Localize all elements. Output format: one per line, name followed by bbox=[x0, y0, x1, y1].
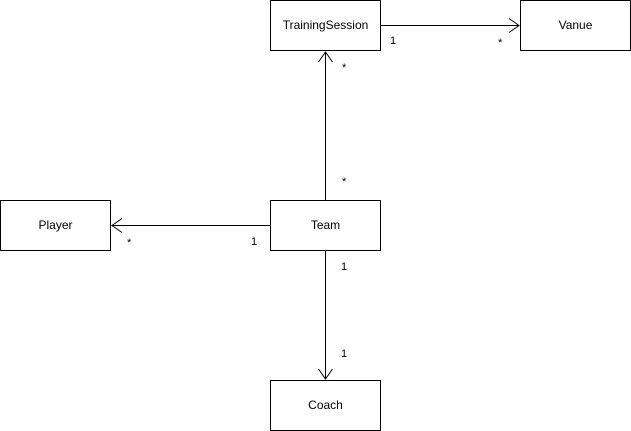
node-player-label: Player bbox=[38, 218, 72, 232]
edge-team-to-player-arrowhead bbox=[111, 218, 123, 233]
edge-team-to-coach-target-mult: 1 bbox=[341, 348, 347, 360]
node-vanue[interactable]: Vanue bbox=[520, 0, 631, 51]
edge-team-to-coach-arrowhead bbox=[318, 368, 333, 380]
edge-team-to-training-target-mult: * bbox=[342, 62, 347, 74]
node-coach-label: Coach bbox=[308, 398, 343, 412]
node-training-session[interactable]: TrainingSession bbox=[270, 0, 381, 51]
node-team-label: Team bbox=[311, 218, 340, 232]
edge-team-to-training-source-mult: * bbox=[342, 176, 347, 188]
edge-training-to-vanue-arrowhead bbox=[508, 18, 520, 33]
node-training-session-label: TrainingSession bbox=[283, 18, 369, 32]
edge-team-to-coach-source-mult: 1 bbox=[341, 261, 347, 273]
edge-team-to-player-target-mult: * bbox=[127, 237, 132, 249]
node-player[interactable]: Player bbox=[0, 200, 111, 251]
edge-team-to-coach[interactable]: 1 1 bbox=[318, 251, 348, 380]
edge-team-to-player-source-mult: 1 bbox=[251, 236, 257, 248]
node-coach[interactable]: Coach bbox=[270, 380, 381, 431]
node-vanue-label: Vanue bbox=[559, 18, 593, 32]
edge-training-to-vanue-target-mult: * bbox=[498, 37, 503, 49]
edge-team-to-training-arrowhead bbox=[318, 51, 333, 63]
edge-team-to-player[interactable]: 1 * bbox=[111, 218, 270, 250]
edge-training-to-vanue[interactable]: 1 * bbox=[381, 18, 520, 50]
node-team[interactable]: Team bbox=[270, 200, 381, 251]
edge-training-to-vanue-source-mult: 1 bbox=[390, 35, 396, 47]
edge-team-to-training[interactable]: * * bbox=[318, 51, 348, 200]
